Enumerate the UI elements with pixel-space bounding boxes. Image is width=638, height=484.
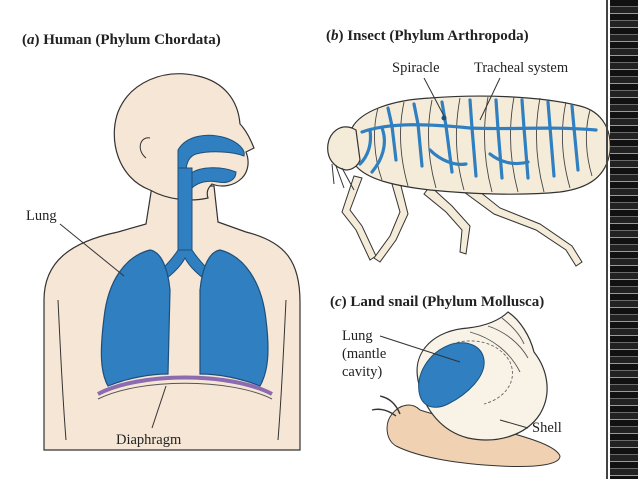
insect-panel: (b) Insect (Phylum Arthropoda) [326, 28, 611, 267]
lung-left [100, 249, 171, 387]
insect-mouthparts [331, 163, 355, 191]
diaphragm [97, 375, 273, 396]
insect-body [348, 95, 611, 195]
snail-panel: (c) Land snail (Phylum Mollusca) Lung (m… [330, 294, 562, 467]
page-edge-line [606, 0, 608, 479]
human-panel: (a) Human (Phylum Chordata) Lung Diaphra… [22, 32, 301, 451]
insect-legs [341, 175, 583, 267]
human-arm-left [57, 299, 67, 441]
human-title: (a) Human (Phylum Chordata) [22, 32, 221, 48]
insect-segments [374, 96, 593, 193]
leader-diaphragm [151, 385, 167, 429]
spiracle-opening [441, 115, 447, 121]
label-lung-snail-3: cavity) [342, 364, 382, 380]
leader-lung-snail [379, 335, 461, 363]
tracheal-system [358, 98, 598, 180]
leader-tracheal-system [479, 77, 501, 121]
snail-tentacles [371, 395, 401, 417]
diaphragm-outline [97, 382, 273, 400]
leader-spiracle [423, 77, 445, 117]
nasal-cavity [177, 134, 245, 173]
snail-title: (c) Land snail (Phylum Mollusca) [330, 294, 544, 310]
shell-whorls [469, 317, 529, 373]
human-ear [139, 137, 151, 159]
insect-head [327, 126, 361, 171]
heart-space [172, 300, 198, 374]
label-lung-human: Lung [26, 208, 57, 224]
leader-lung-human [59, 223, 125, 277]
label-spiracle: Spiracle [392, 60, 440, 76]
oral-cavity [189, 167, 237, 190]
snail-lung [418, 342, 485, 408]
page-edge-texture [610, 0, 638, 479]
label-diaphragm: Diaphragm [116, 432, 182, 448]
label-tracheal-system: Tracheal system [474, 60, 569, 76]
label-lung-snail-2: (mantle [342, 346, 386, 362]
insect-title: (b) Insect (Phylum Arthropoda) [326, 28, 529, 44]
leader-shell [499, 419, 529, 429]
snail-shell [416, 311, 548, 441]
human-arm-right [277, 299, 287, 441]
label-shell: Shell [532, 420, 562, 436]
lung-right [199, 249, 269, 387]
mantle-outline [451, 340, 513, 405]
label-lung-snail-1: Lung [342, 328, 373, 344]
trachea [177, 167, 193, 253]
